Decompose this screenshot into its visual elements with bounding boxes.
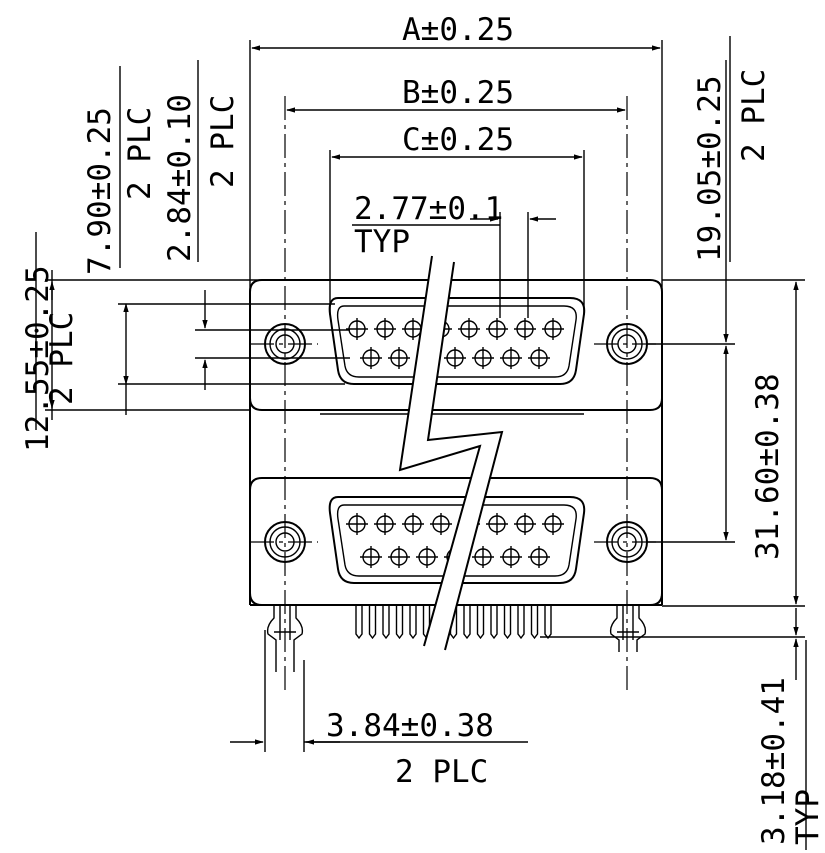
contact-pin: [444, 347, 466, 369]
contact-pin: [360, 546, 382, 568]
contact-pin: [360, 347, 382, 369]
pcb-pin: [355, 606, 363, 640]
pcb-pin: [476, 606, 485, 640]
contact-pin: [486, 513, 508, 535]
dim-790-label: 7.90±0.25: [82, 107, 118, 275]
contact-pin: [542, 513, 564, 535]
dim-pitch-label: 2.77±0.1: [354, 191, 503, 227]
pcb-pin: [490, 606, 498, 640]
contact-pin: [388, 546, 410, 568]
contact-pin: [346, 318, 368, 340]
dim-284-label: 2.84±0.10: [162, 94, 198, 262]
dim-790-note: 2 PLC: [122, 107, 158, 200]
dim-b-label: B±0.25: [402, 75, 514, 111]
dim-a-label: A±0.25: [402, 12, 514, 48]
contact-pin: [458, 318, 480, 340]
lower-d-shell: [328, 496, 586, 584]
board-lock-right: [609, 606, 647, 652]
pcb-pin: [368, 606, 377, 640]
contact-pin: [528, 546, 550, 568]
contact-pin: [486, 318, 508, 340]
contact-pin: [528, 347, 550, 369]
contact-pin: [542, 318, 564, 340]
pcb-pin: [517, 606, 525, 640]
dim-318-label: 3.18±0.41: [756, 677, 792, 845]
contact-pin: [500, 347, 522, 369]
dim-1905-note: 2 PLC: [736, 69, 772, 162]
dim-1905-label: 19.05±0.25: [692, 75, 728, 262]
contact-pin: [500, 546, 522, 568]
pcb-pin: [463, 606, 471, 640]
upper-d-shell: [328, 297, 586, 385]
dim-1255-label: 12.55±0.25: [20, 265, 56, 452]
contact-pin: [388, 347, 410, 369]
pcb-pin: [544, 606, 552, 640]
pcb-pin: [503, 606, 512, 640]
contact-pin: [514, 318, 536, 340]
contact-pin: [416, 546, 438, 568]
pcb-pin: [409, 606, 417, 640]
dim-c-label: C±0.25: [402, 122, 514, 158]
dim-384-note: 2 PLC: [395, 754, 488, 790]
dim-pitch-note: TYP: [354, 224, 410, 260]
pcb-pin: [395, 606, 404, 640]
dim-3160-label: 31.60±0.38: [750, 373, 786, 560]
pcb-pin: [382, 606, 390, 640]
contact-pin: [472, 546, 494, 568]
contact-pin: [514, 513, 536, 535]
dim-284-note: 2 PLC: [205, 95, 241, 188]
dim-318-note: TYP: [790, 789, 825, 845]
break-line: [398, 255, 504, 651]
dim-384-label: 3.84±0.38: [326, 708, 494, 744]
dimension-lines: [35, 36, 807, 850]
contact-pin: [374, 513, 396, 535]
contact-pin: [430, 513, 452, 535]
contact-pin: [374, 318, 396, 340]
pcb-pin: [530, 606, 539, 640]
contact-pin: [472, 347, 494, 369]
contact-pin: [402, 513, 424, 535]
contact-pin: [346, 513, 368, 535]
dim-1255-note: 2 PLC: [44, 312, 80, 405]
